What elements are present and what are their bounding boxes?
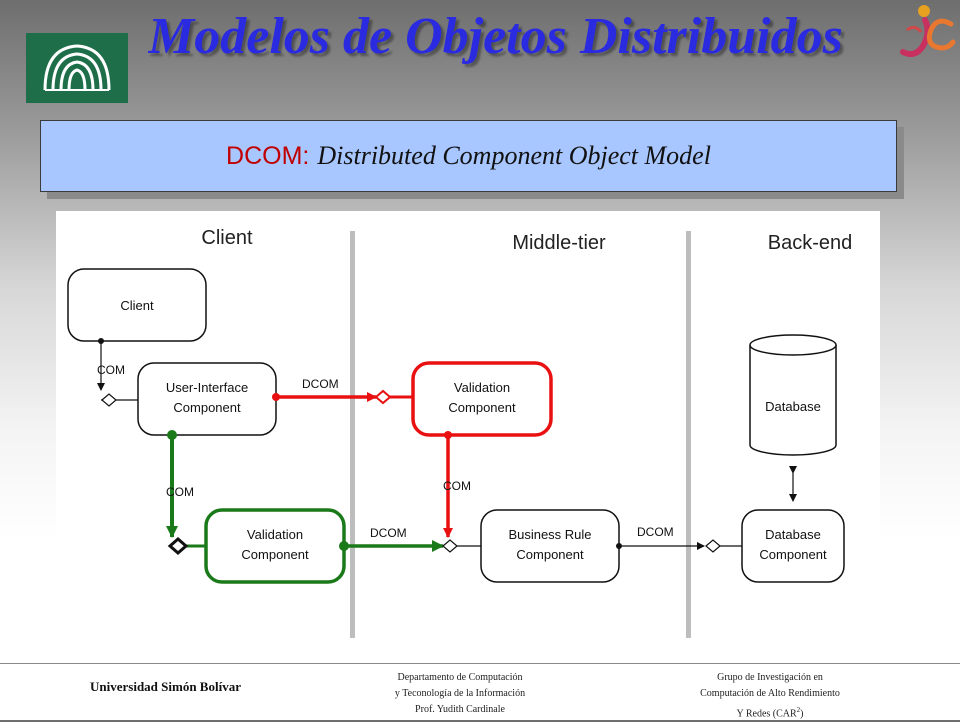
jc-logo-icon — [900, 5, 956, 57]
database-component-box — [741, 509, 845, 583]
database-label: Database — [765, 399, 821, 414]
university-logo — [26, 33, 128, 103]
validation-bottom-label-1: Validation — [247, 527, 303, 542]
connector-dot — [167, 430, 177, 440]
usb-emblem-icon — [43, 44, 111, 91]
tier-divider — [686, 231, 691, 638]
connector-dot — [616, 543, 622, 549]
interface-diamond-icon — [167, 537, 189, 555]
footer-department: Departamento de Computación y Teconologí… — [325, 670, 595, 718]
edge-label-business-database: DCOM — [637, 525, 674, 539]
ui-component-label-2: Component — [173, 400, 241, 415]
connector-dot — [444, 431, 452, 439]
footer-dept-line-3: Prof. Yudith Cardinale — [415, 704, 505, 715]
edge-label-validation-bottom-business: DCOM — [370, 526, 407, 540]
database-component-label-1: Database — [765, 527, 821, 542]
footer-dept-line-1: Departamento de Computación — [397, 672, 523, 683]
tier-label-middle: Middle-tier — [512, 232, 606, 254]
interface-diamond-icon — [705, 539, 721, 553]
footer-group-line-3-text: Y Redes (CAR — [736, 708, 797, 720]
validation-bottom-label-2: Component — [241, 547, 309, 562]
subtitle-banner: DCOM: Distributed Component Object Model — [40, 120, 897, 192]
connector-dot — [339, 541, 349, 551]
interface-diamond-icon — [442, 539, 458, 553]
client-box — [67, 268, 207, 342]
tier-label-backend: Back-end — [768, 232, 853, 254]
footer-group-superscript: 2 — [796, 706, 801, 714]
edge-label-client-ui: COM — [97, 363, 125, 377]
research-group-logo — [895, 2, 957, 64]
ui-component-box — [137, 362, 277, 436]
business-rule-label-1: Business Rule — [508, 527, 591, 542]
database-cylinder-top — [749, 334, 837, 356]
footer-dept-line-2: y Teconología de la Información — [394, 688, 526, 699]
ui-component-label-1: User-Interface — [166, 380, 248, 395]
footer-university: Universidad Simón Bolívar — [90, 679, 241, 694]
validation-top-label-1: Validation — [454, 380, 510, 395]
business-rule-box — [480, 509, 620, 583]
dcom-diagram: Client Middle-tier Back-end Client COM U… — [56, 211, 880, 648]
subtitle-acronym: DCOM: — [226, 141, 310, 170]
client-box-label: Client — [120, 298, 154, 313]
database-cylinder-icon — [749, 345, 837, 456]
footer-group: Grupo de Investigación en Computación de… — [665, 670, 875, 722]
slide-title: Modelos de Objetos Distribuidos — [148, 10, 843, 65]
edge-label-validation-top-business: COM — [443, 479, 471, 493]
connector-dot — [98, 338, 104, 344]
database-component-label-2: Component — [759, 547, 827, 562]
validation-component-top-box — [411, 361, 553, 437]
tier-divider — [350, 231, 355, 638]
connector-dot — [272, 393, 280, 401]
interface-diamond-icon — [101, 393, 117, 407]
edge-label-ui-validation-bottom: COM — [166, 485, 194, 499]
edge-label-ui-validation-top: DCOM — [302, 377, 339, 391]
footer-group-line-3: Y Redes (CAR2) — [665, 702, 875, 722]
validation-top-label-2: Component — [448, 400, 516, 415]
tier-label-client: Client — [201, 227, 253, 249]
interface-diamond-icon — [374, 389, 392, 405]
subtitle-text: Distributed Component Object Model — [317, 141, 711, 170]
validation-component-bottom-box — [204, 508, 346, 584]
footer-group-line-2: Computación de Alto Rendimiento — [700, 688, 840, 699]
footer-divider — [0, 663, 960, 664]
business-rule-label-2: Component — [516, 547, 584, 562]
footer-group-line-1: Grupo de Investigación en — [717, 672, 823, 683]
footer-group-line-3-close: ) — [800, 708, 804, 720]
